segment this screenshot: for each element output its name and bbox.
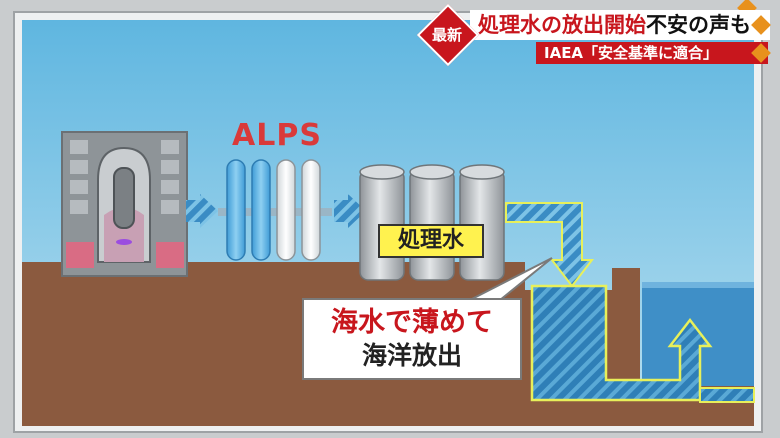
alps-filter-icon xyxy=(218,159,332,261)
storage-tank-icon xyxy=(359,164,505,281)
flow-arrow-icon xyxy=(186,194,218,228)
alps-label: ALPS xyxy=(232,118,322,153)
headline-black-text: 不安の声も xyxy=(646,13,751,37)
headline-red-text: 処理水の放出開始 xyxy=(478,13,646,37)
news-subline: IAEA「安全基準に適合」 xyxy=(536,42,768,64)
dilution-callout: 海水で薄めて 海洋放出 xyxy=(302,298,522,380)
news-badge-label: 最新 xyxy=(431,26,462,44)
callout-line-1: 海水で薄めて xyxy=(331,307,493,338)
news-headline: 処理水の放出開始不安の声も xyxy=(470,10,770,40)
callout-line-2: 海洋放出 xyxy=(361,341,462,370)
flow-arrow-icon xyxy=(334,194,366,228)
discharge-pipe-icon xyxy=(505,202,595,288)
reactor-building-icon xyxy=(61,131,188,277)
dilution-basin-icon xyxy=(530,284,755,403)
treated-water-label: 処理水 xyxy=(378,224,484,258)
